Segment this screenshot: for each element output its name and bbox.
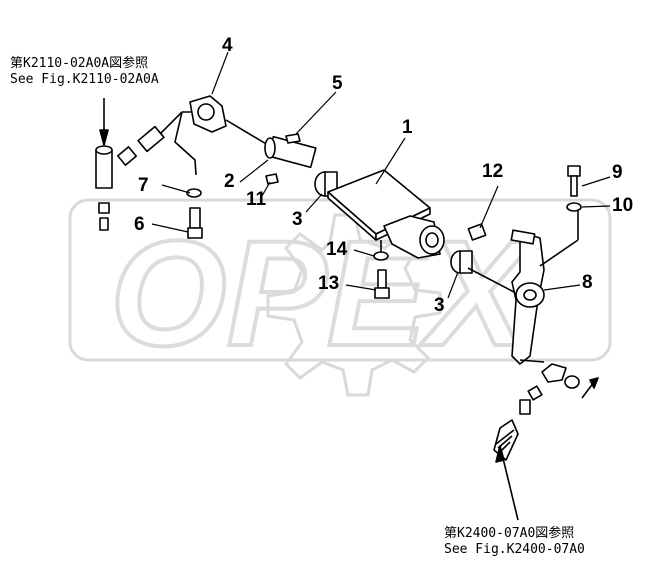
reference-note-top-left: 第K2110-02A0A図参照 See Fig.K2110-02A0A	[10, 56, 159, 88]
reference-line-en: See Fig.K2110-02A0A	[10, 72, 159, 87]
callout-4: 4	[222, 35, 233, 56]
callout-5: 5	[332, 73, 343, 94]
callout-14: 14	[326, 239, 348, 260]
callout-3-lower: 3	[434, 295, 445, 316]
callout-2: 2	[224, 171, 235, 192]
callout-9: 9	[612, 162, 623, 183]
callout-12: 12	[482, 161, 504, 182]
reference-line-en: See Fig.K2400-07A0	[444, 542, 585, 557]
callout-11: 11	[246, 189, 267, 210]
callout-10: 10	[612, 195, 634, 216]
callout-13: 13	[318, 273, 340, 294]
part-sleeve	[95, 149, 113, 189]
reference-line-jp: 第K2400-07A0図参照	[444, 526, 575, 541]
callout-6: 6	[134, 214, 145, 235]
arrow-down-icon	[99, 129, 109, 146]
callout-3-upper: 3	[292, 209, 303, 230]
leader-ref-bottom	[500, 449, 519, 521]
callout-8: 8	[582, 272, 593, 293]
reference-line-jp: 第K2110-02A0A図参照	[10, 56, 149, 71]
callout-7: 7	[138, 175, 149, 196]
callout-1: 1	[402, 117, 413, 138]
reference-note-bottom-right: 第K2400-07A0図参照 See Fig.K2400-07A0	[444, 526, 585, 558]
watermark-text: OPEX	[110, 209, 535, 377]
arrow-up-icon	[495, 445, 505, 463]
